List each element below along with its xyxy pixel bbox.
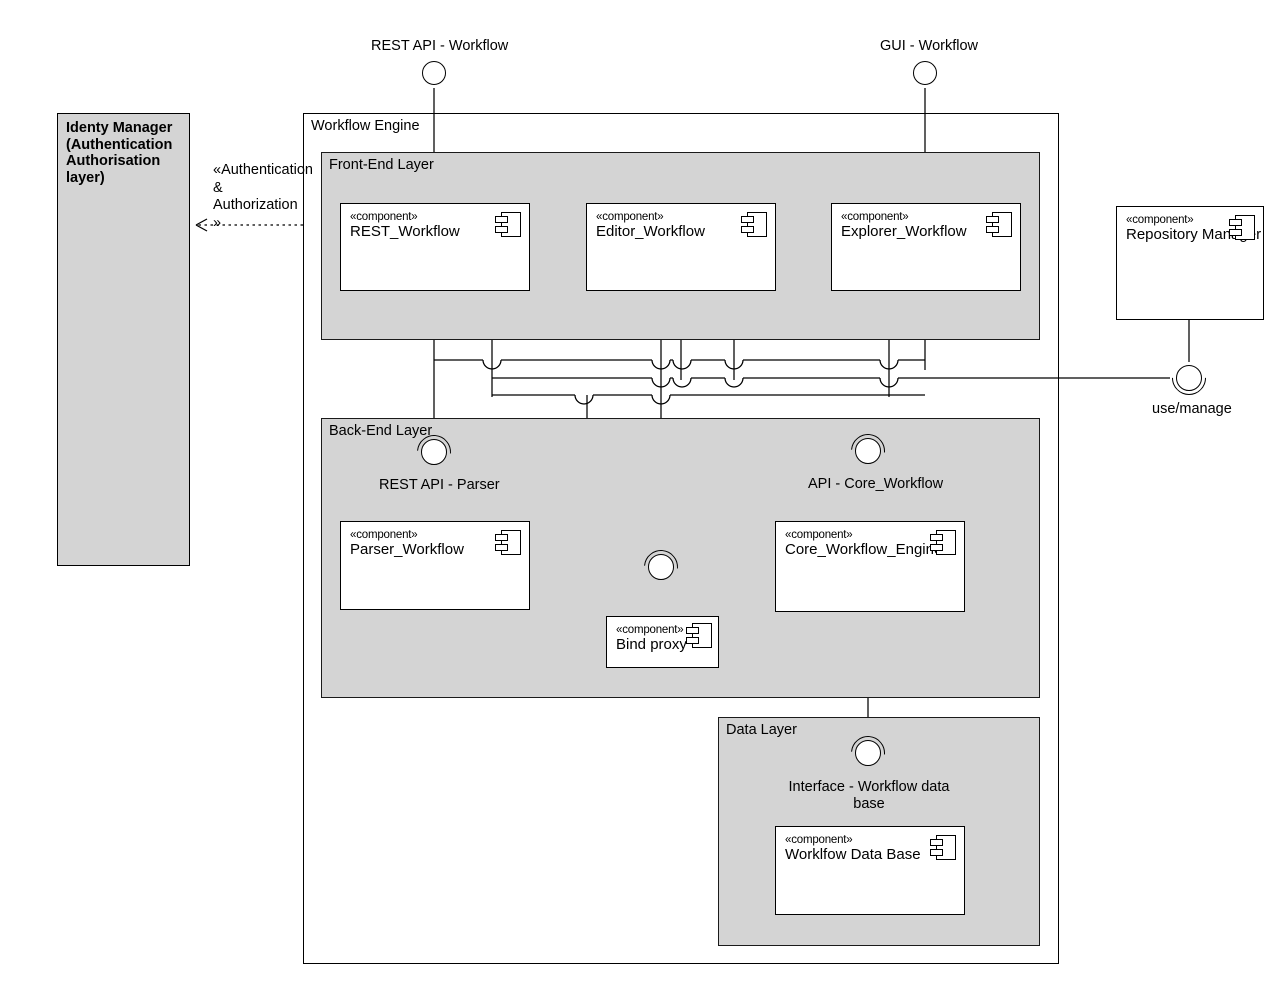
component-stereotype: «component» [785,529,853,541]
package-front-end-layer-title: Front-End Layer [329,157,434,173]
interface-bind-proxy-connector[interactable] [637,543,685,591]
package-back-end-layer-title: Back-End Layer [329,423,433,439]
package-workflow-engine: Workflow Engine [303,113,1059,964]
component-core-workflow-engine[interactable]: «component» Core_Workflow_Engine [775,521,965,612]
interface-rest-api-parser[interactable] [410,428,458,476]
component-editor-workflow[interactable]: «component» Editor_Workflow [586,203,776,291]
component-stereotype: «component» [785,834,853,846]
interface-workflow-data-base[interactable] [844,729,892,777]
interface-use-manage[interactable] [1164,353,1214,403]
interface-rest-api-parser-label: REST API - Parser [379,477,500,493]
component-stereotype: «component» [1126,214,1194,226]
component-stereotype: «component» [596,211,664,223]
component-rest-workflow[interactable]: «component» REST_Workflow [340,203,530,291]
component-stereotype: «component» [350,529,418,541]
provided-interface-ball [1176,365,1202,391]
component-name: Bind proxy [616,636,687,653]
component-parser-workflow[interactable]: «component» Parser_Workflow [340,521,530,610]
provided-interface-ball [648,554,674,580]
interface-api-core-workflow-label: API - Core_Workflow [808,476,944,492]
component-explorer-workflow[interactable]: «component» Explorer_Workflow [831,203,1021,291]
provided-interface-ball [855,438,881,464]
package-data-layer-title: Data Layer [726,722,797,738]
component-icon [495,212,521,237]
component-icon [495,530,521,555]
interface-workflow-data-base-label: Interface - Workflow data base [788,779,950,812]
package-workflow-engine-title: Workflow Engine [311,118,420,134]
component-name: Worklfow Data Base [785,846,921,863]
component-icon [686,623,712,648]
component-name: REST_Workflow [350,223,460,240]
interface-gui-workflow[interactable] [908,56,942,90]
authentication-authorization-label: «Authentication & Authorization » [213,162,313,231]
provided-interface-ball [422,61,446,85]
component-icon [930,530,956,555]
interface-rest-api-workflow-label: REST API - Workflow [371,38,509,54]
provided-interface-ball [855,740,881,766]
component-icon [1229,215,1255,240]
interface-rest-api-workflow[interactable] [417,56,451,90]
identity-manager-node[interactable]: Identy Manager (Authentication Authorisa… [57,113,190,566]
interface-api-core-workflow[interactable] [844,427,892,475]
component-name: Explorer_Workflow [841,223,967,240]
interface-use-manage-label: use/manage [1152,401,1232,417]
interface-gui-workflow-label: GUI - Workflow [880,38,979,54]
component-icon [986,212,1012,237]
component-bind-proxy[interactable]: «component» Bind proxy [606,616,719,668]
component-name: Parser_Workflow [350,541,464,558]
provided-interface-ball [913,61,937,85]
component-stereotype: «component» [841,211,909,223]
provided-interface-ball [421,439,447,465]
component-name: Repository Manager [1126,226,1262,243]
component-name: Core_Workflow_Engine [785,541,943,558]
component-stereotype: «component» [616,624,684,636]
component-stereotype: «component» [350,211,418,223]
component-name: Editor_Workflow [596,223,705,240]
component-workflow-data-base[interactable]: «component» Worklfow Data Base [775,826,965,915]
identity-manager-label: Identy Manager (Authentication Authorisa… [66,120,173,186]
component-repository-manager[interactable]: «component» Repository Manager [1116,206,1264,320]
component-icon [930,835,956,860]
component-icon [741,212,767,237]
